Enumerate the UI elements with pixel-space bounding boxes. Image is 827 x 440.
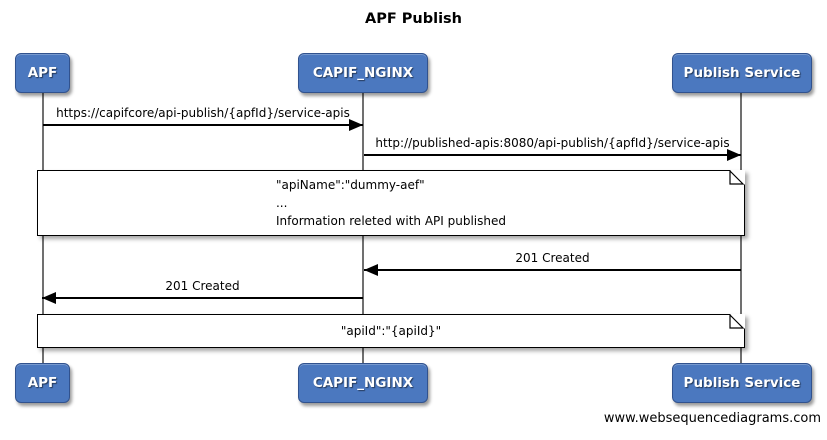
note-text: "apiName":"dummy-aef" ... Information re… <box>275 178 506 228</box>
message-label: http://published-apis:8080/api-publish/{… <box>375 136 730 150</box>
message-arrow-line <box>364 264 741 276</box>
actor-label: APF <box>27 375 58 391</box>
actor-label: Publish Service <box>683 65 801 81</box>
message-arrow-line <box>364 149 741 161</box>
actor-publish-service-top: Publish Service <box>672 53 812 93</box>
actor-apf-top: APF <box>15 53 70 93</box>
arrowhead-left-icon <box>364 264 378 276</box>
actor-apf-bottom: APF <box>15 363 70 403</box>
actor-capif-nginx-top: CAPIF_NGINX <box>298 53 428 93</box>
note-fold-icon <box>729 170 745 185</box>
actor-label: CAPIF_NGINX <box>312 375 414 391</box>
message-apf-to-capif: https://capifcore/api-publish/{apfId}/se… <box>43 105 363 131</box>
note-fold-icon <box>729 314 745 329</box>
actor-label: Publish Service <box>683 375 801 391</box>
actor-publish-service-bottom: Publish Service <box>672 363 812 403</box>
arrowhead-right-icon <box>727 149 741 161</box>
actor-capif-nginx-bottom: CAPIF_NGINX <box>298 363 428 403</box>
actor-label: CAPIF_NGINX <box>312 65 414 81</box>
message-capif-to-publish: http://published-apis:8080/api-publish/{… <box>364 135 741 161</box>
note-api-id: "apiId":"{apiId}" <box>37 314 745 348</box>
message-label: 201 Created <box>165 279 240 293</box>
message-arrow-line <box>42 292 363 304</box>
actor-label: APF <box>27 65 58 81</box>
message-capif-to-apf: 201 Created <box>42 278 363 304</box>
watermark-websequencediagrams: www.websequencediagrams.com <box>603 411 821 426</box>
arrowhead-right-icon <box>349 119 363 131</box>
message-label: 201 Created <box>515 251 590 265</box>
arrowhead-left-icon <box>42 292 56 304</box>
note-text: "apiId":"{apiId}" <box>340 324 442 338</box>
message-publish-to-capif: 201 Created <box>364 250 741 276</box>
note-api-published: "apiName":"dummy-aef" ... Information re… <box>37 170 745 236</box>
message-label: https://capifcore/api-publish/{apfId}/se… <box>56 106 350 120</box>
message-arrow-line <box>43 119 363 131</box>
diagram-title: APF Publish <box>364 11 463 27</box>
